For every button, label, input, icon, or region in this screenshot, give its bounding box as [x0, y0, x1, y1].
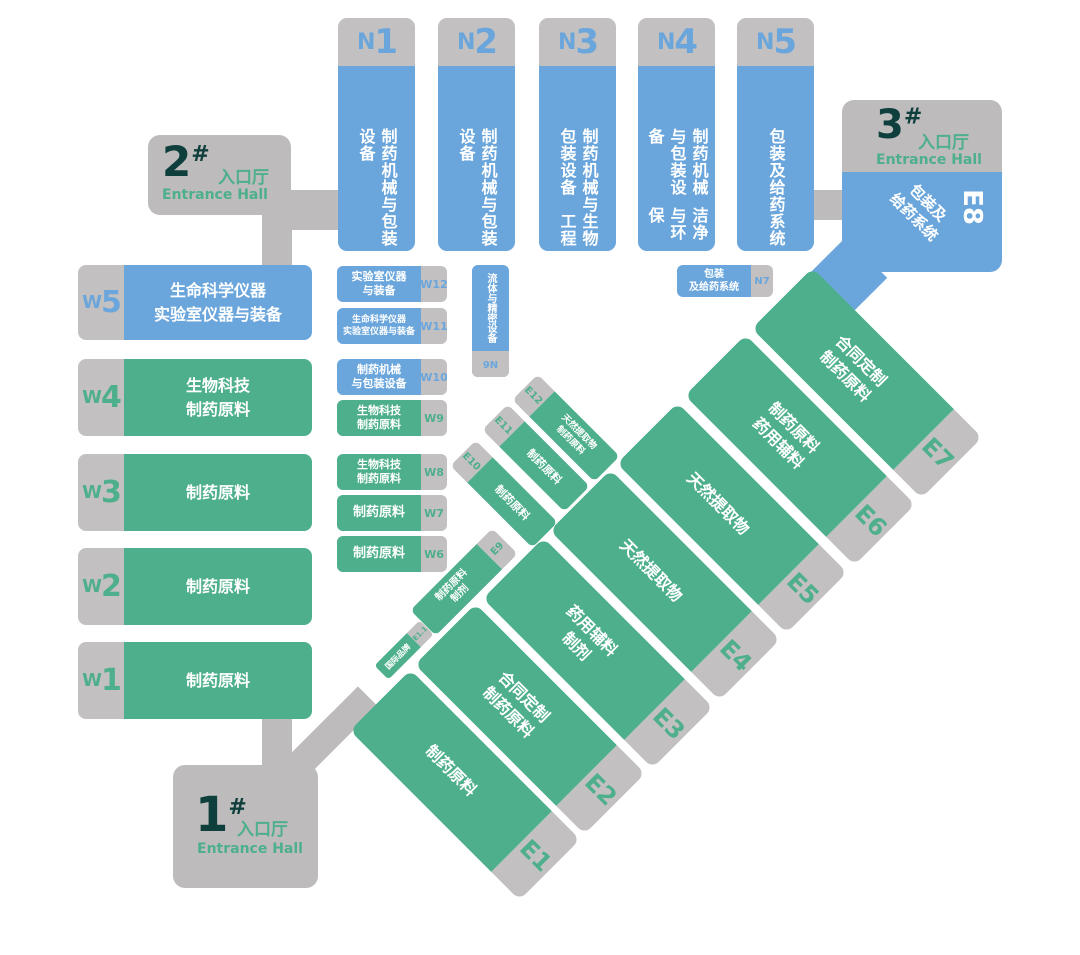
hall-w10-line-1: 制药机械	[357, 363, 401, 376]
entrance-1-en: Entrance Hall	[197, 841, 303, 857]
hall-n6-code: N6	[472, 351, 509, 377]
hall-w12[interactable]: 实验室仪器与装备 W12	[337, 266, 447, 302]
hall-n6-line-2: 精密设备	[485, 303, 496, 343]
hall-w11-line-1: 生命科学仪器	[351, 315, 406, 325]
hall-e8-code: E8	[957, 189, 988, 225]
hall-e1-line-1: 制药原料	[421, 741, 481, 800]
hall-w6-line-1: 制药原料	[352, 546, 405, 561]
hall-e10-line-1: 制药原料	[491, 482, 533, 523]
entrance-hall-2[interactable]: 2# 入口厅 Entrance Hall	[148, 135, 291, 215]
hall-e11-line-1: 制药原料	[523, 446, 565, 487]
hall-w12-line-2: 与装备	[362, 284, 396, 297]
entrance-2-en: Entrance Hall	[162, 187, 268, 203]
hall-w2-line-1: 制药原料	[185, 576, 250, 596]
hall-n6[interactable]: 流体与 精密设备 N6	[472, 265, 509, 377]
hall-w10-code: W10	[420, 359, 447, 395]
hall-w4-line-2: 制药原料	[185, 399, 250, 419]
hall-w3-line-1: 制药原料	[185, 482, 250, 502]
hall-w11-code: W11	[420, 308, 447, 344]
hall-n7-line-2: 及给药系统	[689, 282, 739, 293]
entrance-3-number: 3	[876, 102, 904, 148]
hall-w8-code: W8	[421, 454, 447, 490]
hall-w9[interactable]: 生物科技制药原料 W9	[337, 400, 447, 436]
hall-w9-code: W9	[421, 400, 447, 436]
hall-w8[interactable]: 生物科技制药原料 W8	[337, 454, 447, 490]
hall-w9-line-1: 生物科技	[357, 404, 401, 417]
hall-n7-code: N7	[751, 265, 773, 297]
hall-e8[interactable]: 包装及 给药系统 E8	[842, 172, 1002, 272]
hall-n3-line-1: 制药机械与包装设备	[557, 128, 599, 213]
hall-w7[interactable]: 制药原料 W7	[337, 495, 447, 531]
entrance-3-en: Entrance Hall	[876, 152, 982, 168]
hall-e4-line-1: 天然提取物	[616, 535, 687, 606]
hall-w5-line-1: 生命科学仪器	[169, 280, 266, 300]
hall-w6[interactable]: 制药原料 W6	[337, 536, 447, 572]
hall-n4-line-1: 制药机械与包装设备	[645, 128, 709, 196]
entrance-2-cn: 入口厅	[218, 168, 269, 188]
hall-n5-line-1: 包装及给药系统	[766, 128, 786, 247]
hall-w5-line-2: 实验室仪器与装备	[153, 304, 282, 324]
hall-w12-line-1: 实验室仪器	[351, 270, 407, 283]
entrance-3-mark: #	[903, 104, 923, 130]
hall-n7-body: 包装 及给药系统	[677, 265, 751, 297]
hall-n4-line-2: 洁净与环保	[645, 207, 709, 242]
hall-e5-line-1: 天然提取物	[683, 468, 754, 539]
hall-w7-line-1: 制药原料	[352, 505, 405, 520]
hall-e8-lines: 包装及 给药系统	[882, 171, 960, 249]
hall-n1-line-1: 制药机械与包装设备	[356, 128, 398, 247]
entrance-2-mark: #	[191, 142, 210, 167]
hall-n3-line-2: 生物工程	[557, 213, 599, 248]
hall-w8-line-1: 生物科技	[357, 458, 401, 471]
hall-n6-line-1: 流体与	[485, 273, 496, 303]
entrance-hall-3[interactable]: 3# 入口厅 Entrance Hall	[842, 100, 1002, 172]
entrance-1-number: 1	[195, 787, 229, 843]
hall-w10[interactable]: 制药机械与包装设备 W10	[337, 359, 447, 395]
hall-w4-line-1: 生物科技	[185, 375, 250, 395]
hall-n7[interactable]: 包装 及给药系统 N7	[677, 265, 773, 297]
hall-n2-line-1: 制药机械与包装设备	[456, 128, 498, 247]
hall-w11-line-2: 实验室仪器与装备	[342, 327, 415, 337]
hall-w11[interactable]: 生命科学仪器实验室仪器与装备 W11	[337, 308, 447, 344]
entrance-1-mark: #	[228, 795, 247, 820]
hall-w10-line-2: 与包装设备	[351, 377, 407, 390]
entrance-3-cn: 入口厅	[918, 133, 969, 153]
hall-w8-line-2: 制药原料	[357, 472, 401, 485]
entrance-hall-1[interactable]: 1# 入口厅 Entrance Hall	[173, 765, 318, 888]
hall-n6-lines: 流体与 精密设备	[484, 273, 497, 343]
hall-w9-line-2: 制药原料	[357, 418, 401, 431]
hall-w12-code: W12	[420, 266, 447, 302]
hall-w7-code: W7	[421, 495, 447, 531]
entrance-1-cn: 入口厅	[237, 820, 288, 840]
hall-e1-1-line-1: 国际品牌	[383, 641, 413, 671]
hall-w1-line-1: 制药原料	[185, 670, 250, 690]
entrance-2-number: 2	[162, 137, 192, 186]
hall-n7-line-1: 包装	[704, 269, 724, 280]
hall-w6-code: W6	[421, 536, 447, 572]
